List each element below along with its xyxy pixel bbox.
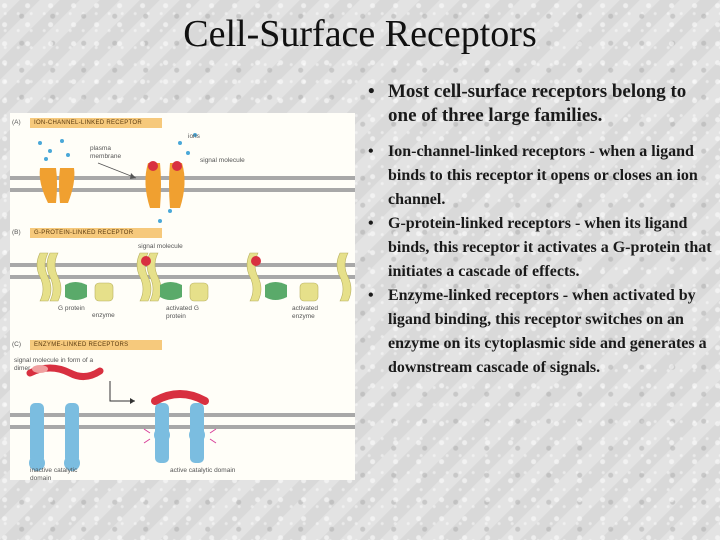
label-plasma-membrane: plasma membrane — [90, 145, 122, 160]
label-active-domain: active catalytic domain — [170, 467, 236, 474]
panel-b-banner: G-PROTEIN-LINKED RECEPTOR — [30, 228, 162, 238]
panel-b-letter: (B) — [12, 229, 21, 236]
membrane-c-bottom — [10, 425, 355, 429]
label-activated-g-protein: activated G protein — [166, 305, 199, 320]
ions-icon — [38, 133, 197, 223]
enzyme-receptor-active — [154, 403, 205, 463]
label-signal-molecule-b: signal molecule — [138, 243, 183, 250]
panel-a-letter: (A) — [12, 119, 21, 126]
bullet-item: Most cell-surface receptors belong to on… — [365, 80, 715, 128]
signal-molecule-b2 — [251, 256, 261, 266]
label-activated-enzyme: activated enzyme — [292, 305, 319, 320]
signal-molecule-a — [148, 161, 158, 171]
panel-c-banner: ENZYME-LINKED RECEPTORS — [30, 340, 162, 350]
label-ions: ions — [188, 133, 200, 140]
slide-title: Cell-Surface Receptors — [183, 13, 537, 55]
gpcr-receptor — [36, 252, 352, 302]
signal-molecule-b — [141, 256, 151, 266]
ion-channel-open — [145, 163, 185, 208]
enzyme — [94, 282, 319, 302]
enzyme-receptor-inactive — [29, 403, 80, 471]
activity-sparks — [143, 428, 217, 444]
signal-molecule-a2 — [172, 161, 182, 171]
g-protein — [65, 282, 287, 300]
bullet-item: Ion-channel-linked receptors - when a li… — [365, 140, 715, 212]
bullet-item: Enzyme-linked receptors - when activated… — [365, 284, 715, 380]
panel-a-banner: ION-CHANNEL-LINKED RECEPTOR — [30, 118, 162, 128]
membrane-b-top — [10, 263, 355, 267]
label-signal-dimer: signal molecule in form of a dimer — [14, 357, 94, 372]
label-g-protein: G protein — [58, 305, 85, 312]
label-inactive-domain: inactive catalytic domain — [30, 467, 78, 482]
receptor-figure: (A) ION-CHANNEL-LINKED RECEPTOR ions pla… — [10, 113, 355, 482]
receptor-diagram — [10, 133, 355, 471]
label-enzyme: enzyme — [92, 312, 115, 319]
ion-channel-closed — [39, 168, 75, 203]
bullet-list: Most cell-surface receptors belong to on… — [365, 80, 715, 380]
membrane-c-top — [10, 413, 355, 417]
membrane-b-bottom — [10, 275, 355, 279]
bullet-item: G-protein-linked receptors - when its li… — [365, 212, 715, 284]
panel-c-letter: (C) — [12, 341, 22, 348]
label-signal-molecule-a: signal molecule — [200, 157, 245, 164]
